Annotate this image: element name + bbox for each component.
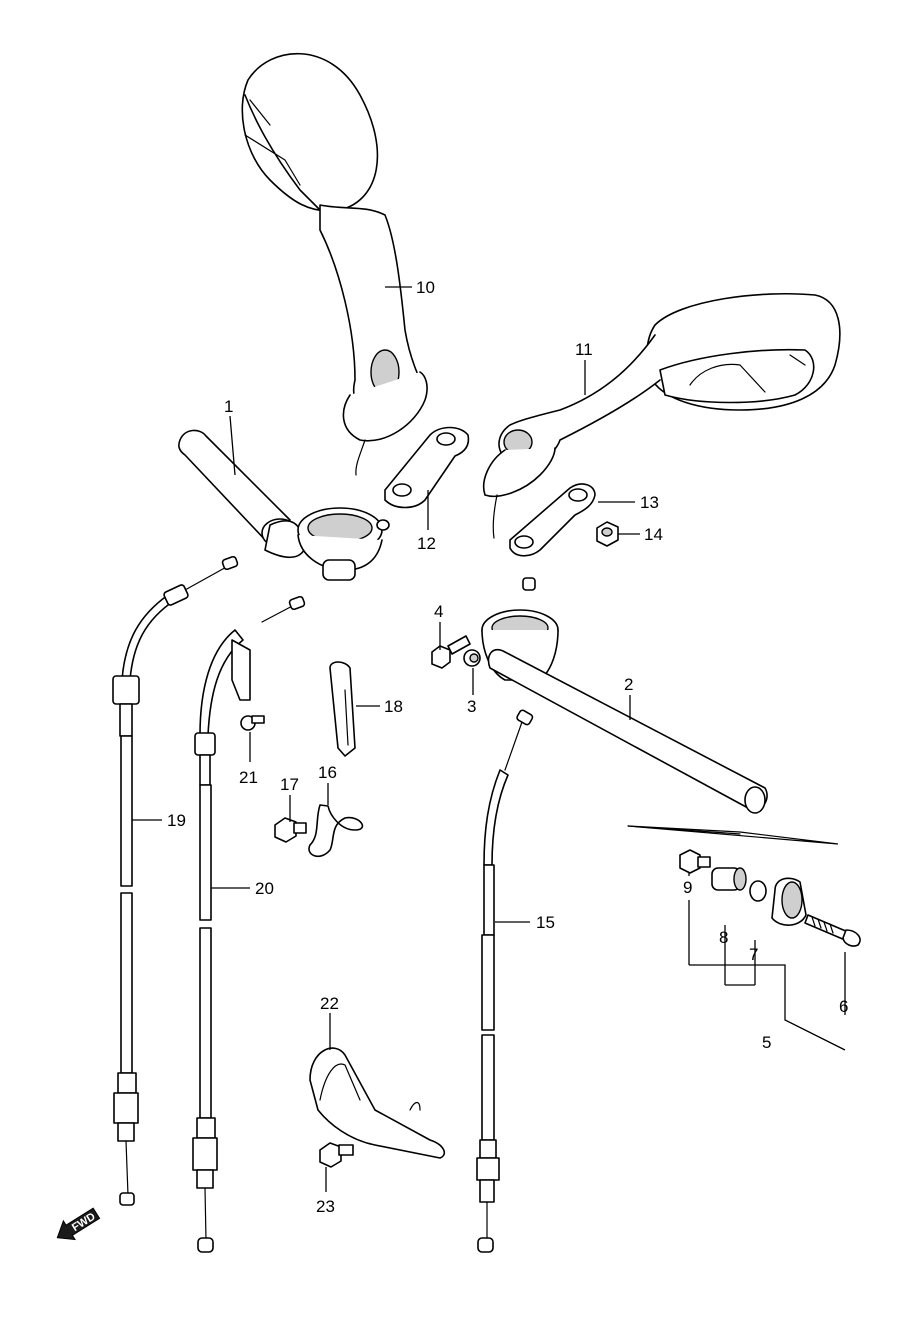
bar-end-screw <box>804 914 861 947</box>
clutch-cable <box>476 709 534 1253</box>
left-mirror <box>241 52 428 476</box>
callout-20: 20 <box>255 879 274 898</box>
throttle-cable-1 <box>112 555 239 1206</box>
callout-23: 23 <box>316 1197 335 1216</box>
wire-clamp <box>308 804 364 858</box>
right-mirror-bracket <box>509 483 596 557</box>
callout-18: 18 <box>384 697 403 716</box>
forward-arrow: FWD <box>56 1207 101 1241</box>
right-handlebar <box>481 577 768 814</box>
left-handlebar <box>178 429 390 581</box>
right-mirror <box>483 292 841 539</box>
callout-13: 13 <box>640 493 659 512</box>
cable-tie <box>329 661 356 757</box>
bar-end-assembly <box>627 825 861 1051</box>
callout-4: 4 <box>434 602 443 621</box>
callout-14: 14 <box>644 525 663 544</box>
bolt-23 <box>319 1142 354 1168</box>
callout-7: 7 <box>749 945 758 964</box>
callout-1: 1 <box>224 397 233 416</box>
bolt-17 <box>274 817 307 843</box>
callout-19: 19 <box>167 811 186 830</box>
bar-end-washer <box>749 880 767 902</box>
callout-10: 10 <box>416 278 435 297</box>
callout-16: 16 <box>318 763 337 782</box>
callout-2: 2 <box>624 675 633 694</box>
callout-3: 3 <box>467 697 476 716</box>
callout-5: 5 <box>762 1033 771 1052</box>
bar-end-nut <box>679 849 711 874</box>
callout-17: 17 <box>280 775 299 794</box>
callout-11: 11 <box>575 340 593 359</box>
callout-15: 15 <box>536 913 555 932</box>
callout-8: 8 <box>719 928 728 947</box>
forward-arrow-icon <box>56 1207 101 1241</box>
screw-21 <box>240 715 265 731</box>
callout-labels: 1 2 3 4 5 6 7 8 9 10 11 12 13 14 15 16 1… <box>167 278 848 1216</box>
callout-6: 6 <box>839 997 848 1016</box>
throttle-cable-2 <box>192 595 306 1253</box>
callout-21: 21 <box>239 768 258 787</box>
left-mirror-bracket <box>384 426 470 509</box>
callout-9: 9 <box>683 878 692 897</box>
callout-12: 12 <box>417 534 436 553</box>
callout-22: 22 <box>320 994 339 1013</box>
leader-lines <box>132 286 846 1192</box>
bar-end-weight <box>771 877 807 926</box>
washer <box>463 649 481 667</box>
bolt <box>431 635 471 669</box>
cable-bracket <box>309 1047 446 1159</box>
bar-end-rubber <box>711 867 747 891</box>
nut <box>596 521 619 547</box>
